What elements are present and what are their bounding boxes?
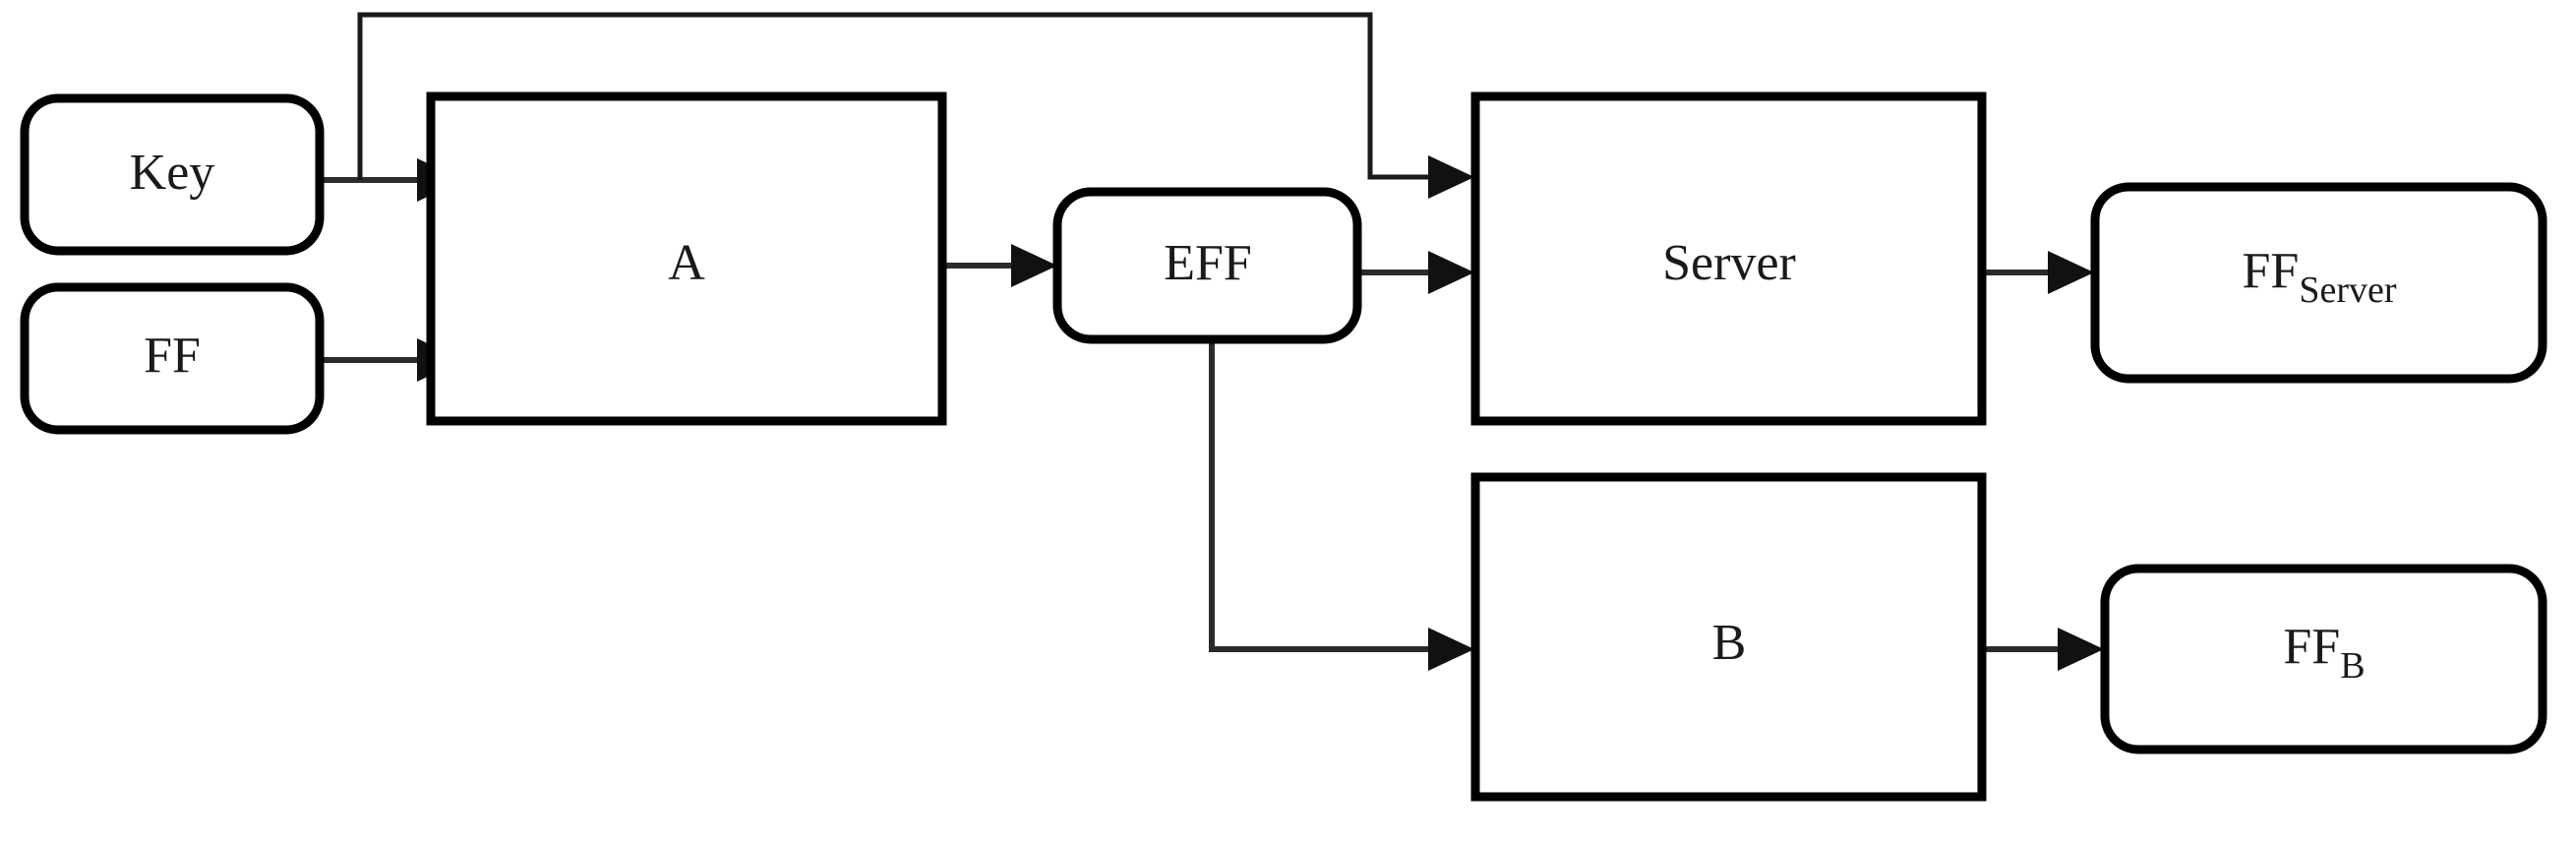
edge-a-to-eff bbox=[942, 244, 1057, 287]
node-a-label: A bbox=[668, 235, 705, 291]
edge-key-bypass-to-server bbox=[357, 12, 1474, 199]
node-b-shape[interactable] bbox=[1470, 472, 1987, 802]
node-ff-shape[interactable] bbox=[20, 282, 325, 435]
arrow-head-icon bbox=[1428, 251, 1474, 294]
node-server-shape[interactable] bbox=[1470, 91, 1987, 426]
node-eff-shape[interactable] bbox=[1052, 187, 1362, 344]
node-key[interactable]: Key bbox=[20, 93, 325, 256]
node-ffserver-label: FFServer bbox=[2242, 243, 2396, 311]
node-ffserver-subscript: Server bbox=[2299, 270, 2397, 311]
node-ff-label: FF bbox=[144, 328, 201, 384]
node-ffb-base: FF bbox=[2283, 619, 2340, 675]
node-a-shape[interactable] bbox=[426, 91, 947, 426]
arrow-head-icon bbox=[2058, 628, 2104, 671]
node-ff[interactable]: FF bbox=[20, 282, 325, 435]
arrow-head-icon bbox=[1011, 244, 1057, 287]
arrow-head-icon bbox=[2048, 251, 2094, 294]
node-eff-label: EFF bbox=[1164, 235, 1252, 291]
node-b[interactable]: B bbox=[1470, 472, 1987, 802]
node-ffserver-shape[interactable] bbox=[2090, 182, 2547, 384]
node-server-label: Server bbox=[1662, 235, 1796, 291]
arrow-head-icon bbox=[1428, 155, 1474, 199]
edge-b-to-ffb bbox=[1982, 628, 2104, 671]
edge-eff-to-server bbox=[1357, 251, 1474, 294]
node-b-label: B bbox=[1712, 615, 1747, 671]
node-ffb[interactable]: FFB bbox=[2100, 564, 2547, 754]
edge-server-to-ffserver bbox=[1982, 251, 2094, 294]
edge-eff-to-b bbox=[1209, 339, 1474, 671]
node-key-label: Key bbox=[130, 145, 215, 201]
node-eff[interactable]: EFF bbox=[1052, 187, 1362, 344]
node-ffserver-base: FF bbox=[2242, 243, 2299, 299]
node-ffb-label: FFB bbox=[2283, 619, 2365, 687]
arrow-head-icon bbox=[1428, 628, 1474, 671]
node-ffserver[interactable]: FFServer bbox=[2090, 182, 2547, 384]
node-a[interactable]: A bbox=[426, 91, 947, 426]
node-key-shape[interactable] bbox=[20, 93, 325, 256]
node-ffb-shape[interactable] bbox=[2100, 564, 2547, 754]
node-server[interactable]: Server bbox=[1470, 91, 1987, 426]
node-ffb-subscript: B bbox=[2340, 645, 2365, 687]
